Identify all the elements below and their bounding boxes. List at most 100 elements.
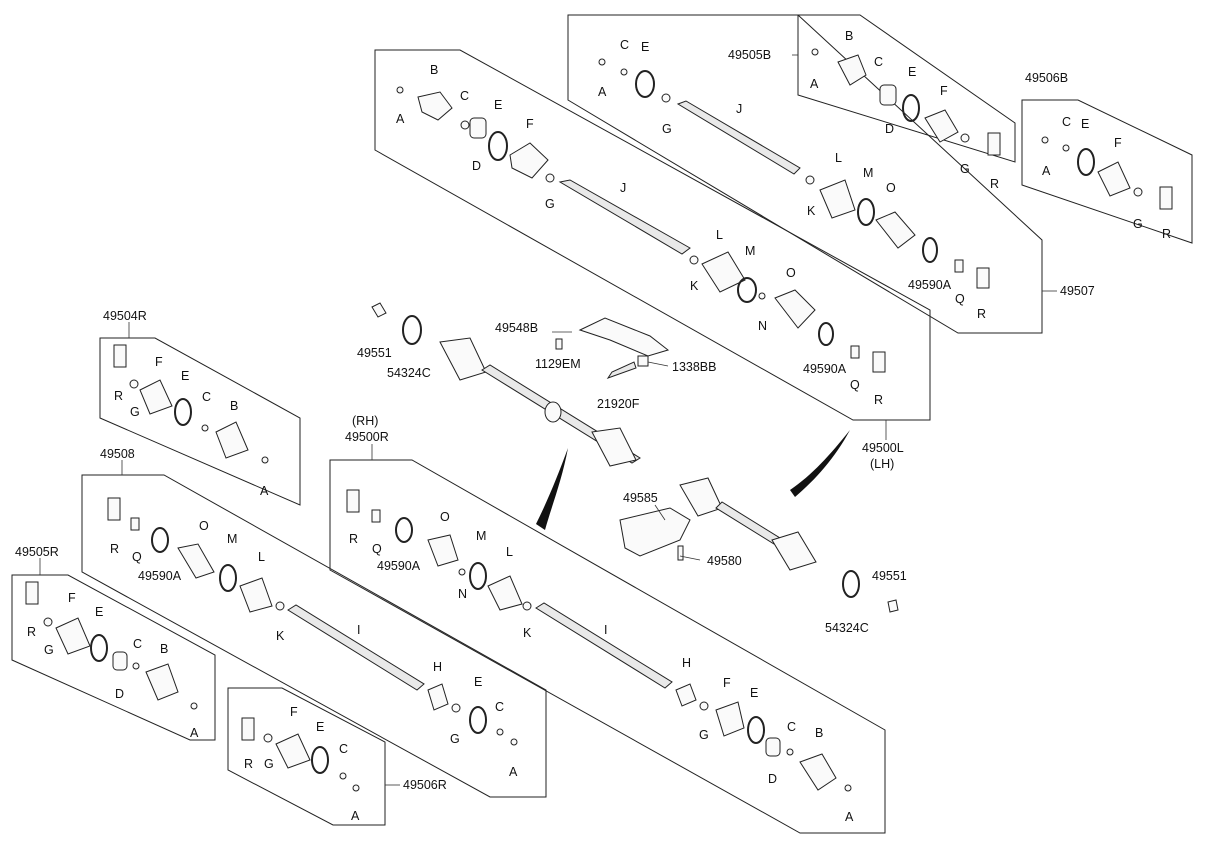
shaft-assembly-49508 (107, 497, 518, 746)
label-F-49504R: F (155, 355, 163, 369)
kit-parts-49506B (1041, 136, 1173, 210)
label-E-49505B: E (908, 65, 916, 79)
curved-arrow-right (790, 430, 850, 497)
label-I-49500R: I (604, 623, 607, 637)
label-K-49507: K (807, 204, 816, 218)
label-21920F: 21920F (597, 397, 640, 411)
center-shaft-lh (371, 302, 670, 467)
label-A-49504R: A (260, 484, 269, 498)
label-D-49500R: D (768, 772, 777, 786)
label-G-49507: G (662, 122, 672, 136)
label-H-49508: H (433, 660, 442, 674)
label-R-49505B: R (990, 177, 999, 191)
label-A-49506B: A (1042, 164, 1051, 178)
label-G-49506B: G (1133, 217, 1143, 231)
label-A-49505B: A (810, 77, 819, 91)
label-Q-49500R: Q (372, 542, 382, 556)
label-G-49504R: G (130, 405, 140, 419)
label-F-49500L: F (526, 117, 534, 131)
kit-frame-49500L (374, 49, 931, 421)
label-F-49506B: F (1114, 136, 1122, 150)
label-F-49505R: F (68, 591, 76, 605)
leader-lines (39, 54, 1057, 786)
kit-frame-49500R (329, 459, 886, 834)
label-49590A-49500L: 49590A (803, 362, 847, 376)
label-G-49500L: G (545, 197, 555, 211)
label-G-49505R: G (44, 643, 54, 657)
label-A-49507: A (598, 85, 607, 99)
label-M-49508: M (227, 532, 237, 546)
label-E-49507: E (641, 40, 649, 54)
label-L-49508: L (258, 550, 265, 564)
label-O-49507: O (886, 181, 896, 195)
kit-parts-49504R (113, 344, 269, 464)
label-B-49505B: B (845, 29, 853, 43)
label-A-49500R: A (845, 810, 854, 824)
label-49551-right: 49551 (872, 569, 907, 583)
label-kit-49504R: 49504R (103, 309, 147, 323)
label-C-49507: C (620, 38, 629, 52)
label-K-49500L: K (690, 279, 699, 293)
label-E-49508: E (474, 675, 482, 689)
label-A-49506R: A (351, 809, 360, 823)
label-K-49508: K (276, 629, 285, 643)
kit-frame-49506R (227, 687, 386, 826)
label-1129EM: 1129EM (535, 357, 581, 371)
label-G-49505B: G (960, 162, 970, 176)
label-C-49505B: C (874, 55, 883, 69)
label-54324C-right: 54324C (825, 621, 869, 635)
label-A-49508: A (509, 765, 518, 779)
label-kit-49500R: 49500R (345, 430, 389, 444)
shaft-assembly-49500L (396, 86, 886, 373)
label-A-49500L: A (396, 112, 405, 126)
label-Q-49507: Q (955, 292, 965, 306)
label-E-49500R: E (750, 686, 758, 700)
kit-frame-49505B (797, 14, 1016, 163)
label-kit-49500L-side: (LH) (870, 457, 894, 471)
label-F-49500R: F (723, 676, 731, 690)
label-kit-49505R: 49505R (15, 545, 59, 559)
label-B-49500R: B (815, 726, 823, 740)
label-E-49506R: E (316, 720, 324, 734)
shaft-assembly-49507 (598, 58, 990, 289)
label-N-49500R: N (458, 587, 467, 601)
label-H-49500R: H (682, 656, 691, 670)
label-R-49507: R (977, 307, 986, 321)
label-kit-49505B: 49505B (728, 48, 771, 62)
label-B-49504R: B (230, 399, 238, 413)
label-kit-49507: 49507 (1060, 284, 1095, 298)
label-kit-49506R: 49506R (403, 778, 447, 792)
label-M-49500R: M (476, 529, 486, 543)
kit-frame-49508 (81, 474, 547, 798)
label-C-49500L: C (460, 89, 469, 103)
label-49548B: 49548B (495, 321, 538, 335)
label-D-49505B: D (885, 122, 894, 136)
label-B-49500L: B (430, 63, 438, 77)
kit-frame-49507 (567, 14, 1043, 334)
label-C-49505R: C (133, 637, 142, 651)
label-E-49505R: E (95, 605, 103, 619)
label-E-49504R: E (181, 369, 189, 383)
label-I-49508: I (357, 623, 360, 637)
label-J-49507: J (736, 102, 742, 116)
label-R-49500L: R (874, 393, 883, 407)
curved-arrow-left (536, 448, 568, 530)
label-C-49508: C (495, 700, 504, 714)
label-R-49500R: R (349, 532, 358, 546)
label-M-49507: M (863, 166, 873, 180)
label-D-49500L: D (472, 159, 481, 173)
label-E-49506B: E (1081, 117, 1089, 131)
label-1338BB: 1338BB (672, 360, 716, 374)
center-shaft-rh (619, 477, 899, 613)
label-G-49506R: G (264, 757, 274, 771)
label-49585: 49585 (623, 491, 658, 505)
label-R-49505R: R (27, 625, 36, 639)
label-kit-49508: 49508 (100, 447, 135, 461)
label-Q-49508: Q (132, 550, 142, 564)
label-C-49504R: C (202, 390, 211, 404)
label-R-49504R: R (114, 389, 123, 403)
kit-parts-49505R (25, 581, 198, 710)
label-G-49500R: G (699, 728, 709, 742)
label-C-49506B: C (1062, 115, 1071, 129)
label-O-49500R: O (440, 510, 450, 524)
